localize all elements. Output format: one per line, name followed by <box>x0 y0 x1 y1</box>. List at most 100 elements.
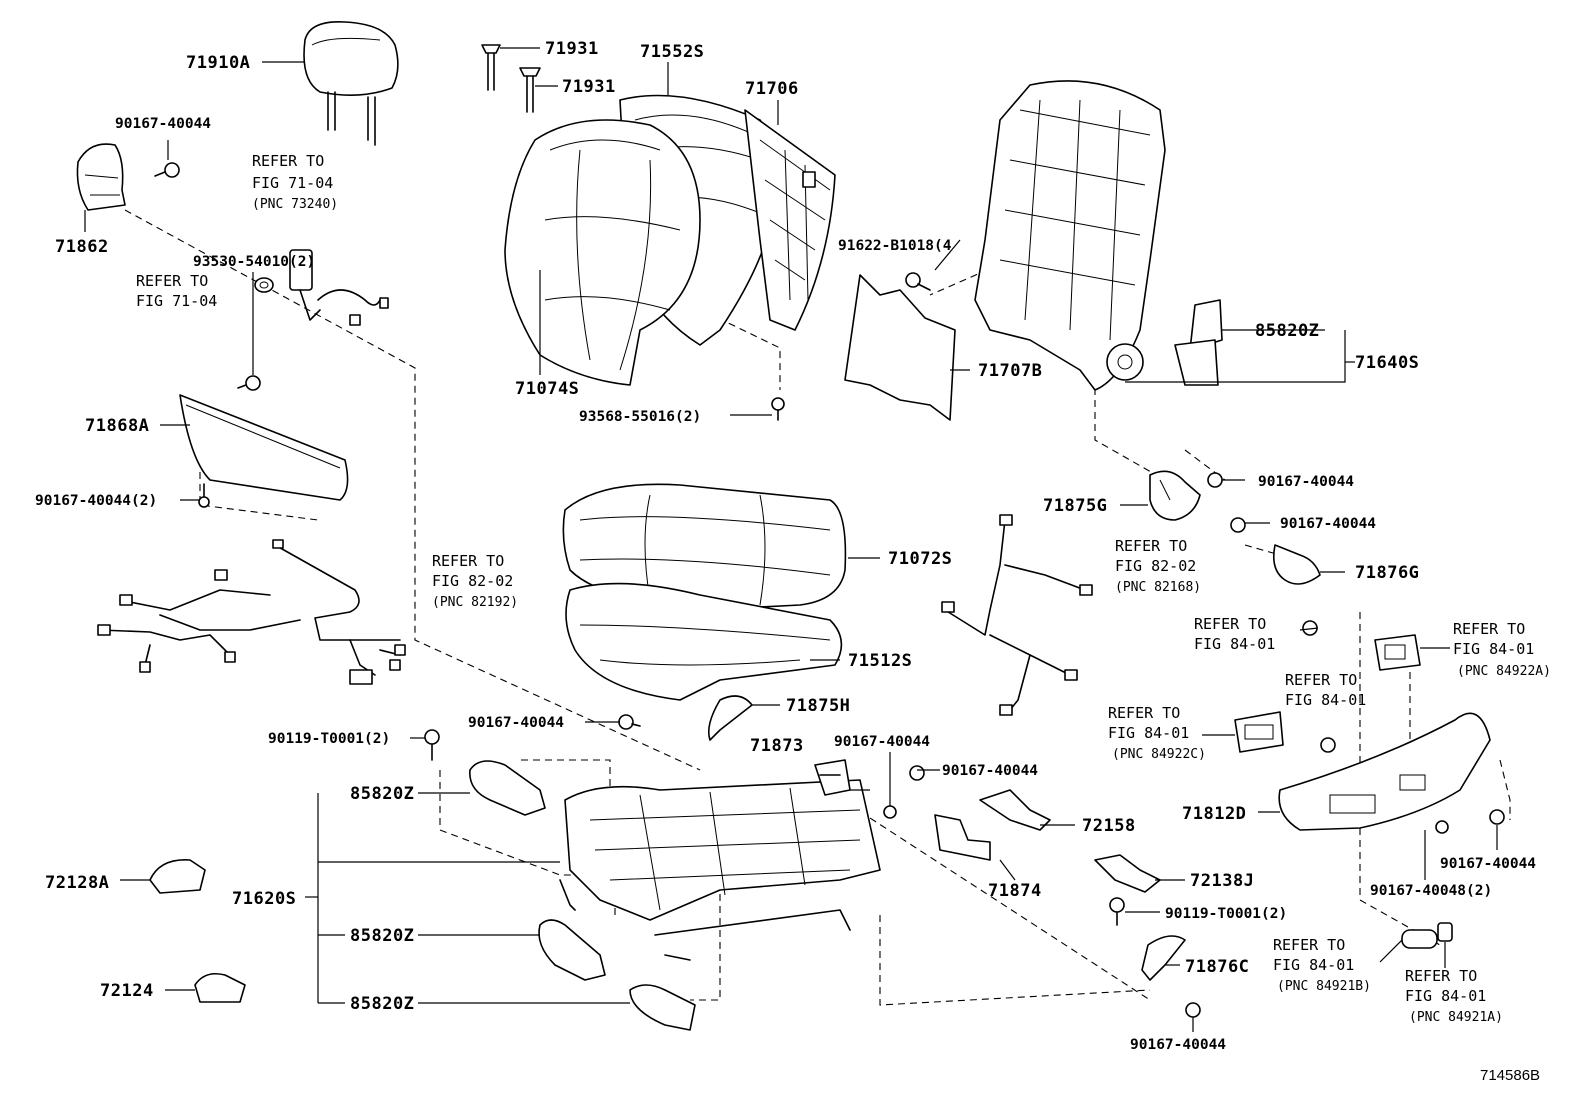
cover-71862-drawing <box>76 143 126 211</box>
ref-switch-a-line2: FIG 84-01 <box>1453 640 1534 658</box>
grommet-drawing <box>254 277 274 293</box>
label-93530: 93530-54010(2) <box>193 254 315 270</box>
bolts-71931-drawing <box>481 44 541 113</box>
screw-bottom-drawing <box>1185 1002 1201 1018</box>
screw-center-drawing <box>618 714 641 730</box>
screw-top-left-drawing <box>154 162 180 178</box>
backboard-71706-drawing <box>744 109 836 331</box>
label-71074s: 71074S <box>515 379 579 399</box>
label-85820z-2: 85820Z <box>350 926 414 946</box>
ref-knob-a-line3: (PNC 84921A) <box>1409 1010 1503 1025</box>
label-71707b: 71707B <box>978 361 1042 381</box>
ref-wire-right-line3: (PNC 82168) <box>1115 580 1201 595</box>
ref-wire-left-line1: REFER TO <box>432 552 504 570</box>
label-90119-right: 90119-T0001(2) <box>1165 906 1287 922</box>
ref-switch-screw2-line2: FIG 84-01 <box>1285 691 1366 709</box>
insert-71707b-drawing <box>844 274 956 421</box>
label-71552s: 71552S <box>640 42 704 62</box>
ref-switch-a-line1: REFER TO <box>1453 620 1525 638</box>
screw-90119-left-drawing <box>424 729 440 761</box>
screw-91622-drawing <box>905 272 931 291</box>
label-72124: 72124 <box>100 981 154 1001</box>
label-71876g: 71876G <box>1355 563 1419 583</box>
cushion-drawing <box>562 483 847 701</box>
ref-switch-screw2-line1: REFER TO <box>1285 671 1357 689</box>
ref-switch-screw-line2: FIG 84-01 <box>1194 635 1275 653</box>
screw-switch-drawing <box>1320 737 1336 753</box>
ref-switch-a: REFER TO FIG 84-01 (PNC 84922A) <box>1453 620 1551 679</box>
label-71512s: 71512S <box>848 651 912 671</box>
label-85820z-3: 85820Z <box>350 994 414 1014</box>
cover-71875h-drawing <box>707 695 753 741</box>
ref-switch-screw: REFER TO FIG 84-01 <box>1194 615 1275 653</box>
label-71931-a: 71931 <box>545 39 599 59</box>
label-screw-right-2: 90167-40044 <box>1280 516 1376 532</box>
label-71706: 71706 <box>745 79 799 99</box>
ref-switch-screw2: REFER TO FIG 84-01 <box>1285 671 1366 709</box>
label-90167-48: 90167-40048(2) <box>1370 883 1492 899</box>
label-85820z-back: 85820Z <box>1255 321 1319 341</box>
label-71875h: 71875H <box>786 696 850 716</box>
ref-wire-left: REFER TO FIG 82-02 (PNC 82192) <box>432 552 518 610</box>
switch-84922c-drawing <box>1234 711 1284 753</box>
wire-harness-right-drawing <box>941 514 1093 716</box>
cover-71876g-drawing <box>1272 544 1321 585</box>
label-93568: 93568-55016(2) <box>579 409 701 425</box>
label-71868a: 71868A <box>85 416 149 436</box>
screw-90167-2-drawing <box>198 483 210 508</box>
leader-lines <box>84 47 1498 1032</box>
label-71072s: 71072S <box>888 549 952 569</box>
ref-switch-c-line2: FIG 84-01 <box>1108 724 1189 742</box>
switch-84922a-drawing <box>1374 634 1421 671</box>
covers-left-drawing <box>149 859 246 1003</box>
ref-belt-line3: (PNC 73240) <box>252 197 338 212</box>
ref-switch-c: REFER TO FIG 84-01 (PNC 84922C) <box>1108 704 1206 762</box>
ref-grommet: REFER TO FIG 71-04 <box>136 272 217 310</box>
label-screw-right-1: 90167-40044 <box>1258 474 1354 490</box>
motors-left-drawing <box>469 760 696 1031</box>
ref-knob-b-line2: FIG 84-01 <box>1273 956 1354 974</box>
part-labels: 71910A 71931 71931 71552S 71706 90167-40… <box>35 39 1536 1053</box>
label-screw-bottom: 90167-40044 <box>1130 1037 1226 1053</box>
seatbelt-buckle-drawing <box>289 249 389 326</box>
ref-switch-c-line3: (PNC 84922C) <box>1112 747 1206 762</box>
screws-shield-drawing <box>1435 809 1505 834</box>
ref-wire-right-line1: REFER TO <box>1115 537 1187 555</box>
headrest-drawing <box>303 21 399 146</box>
label-71874: 71874 <box>988 881 1042 901</box>
label-72158: 72158 <box>1082 816 1136 836</box>
screw-71874-drawing <box>909 765 925 781</box>
ref-knob-b-line3: (PNC 84921B) <box>1277 979 1371 994</box>
shield-71812d-drawing <box>1278 712 1491 831</box>
cover-72158-drawing <box>979 789 1051 831</box>
label-85820z-1: 85820Z <box>350 784 414 804</box>
label-71873: 71873 <box>750 736 804 756</box>
knobs-drawing <box>1401 922 1453 949</box>
label-screw-top-left: 90167-40044 <box>115 116 211 132</box>
label-71875g: 71875G <box>1043 496 1107 516</box>
label-screw-71874: 90167-40044 <box>942 763 1038 779</box>
label-71910a: 71910A <box>186 53 250 73</box>
screw-93568-drawing <box>771 397 785 421</box>
ref-belt-line1: REFER TO <box>252 152 324 170</box>
label-90119-left: 90119-T0001(2) <box>268 731 390 747</box>
label-screw-shield-r: 90167-40044 <box>1440 856 1536 872</box>
ref-grommet-line2: FIG 71-04 <box>136 292 217 310</box>
ref-belt: REFER TO FIG 71-04 (PNC 73240) <box>252 152 338 212</box>
cover-71875g-drawing <box>1149 470 1201 521</box>
label-90167-2: 90167-40044(2) <box>35 493 157 509</box>
label-71812d: 71812D <box>1182 804 1246 824</box>
ref-knob-a-line2: FIG 84-01 <box>1405 987 1486 1005</box>
ref-knob-a-line1: REFER TO <box>1405 967 1477 985</box>
label-screw-center: 90167-40044 <box>468 715 564 731</box>
ref-wire-left-line3: (PNC 82192) <box>432 595 518 610</box>
label-71620s: 71620S <box>232 889 296 909</box>
label-72128a: 72128A <box>45 873 109 893</box>
backframe-71640s-drawing <box>974 80 1166 391</box>
bracket-71874-drawing <box>934 814 991 861</box>
label-screw-71873: 90167-40044 <box>834 734 930 750</box>
label-72138j: 72138J <box>1190 871 1254 891</box>
ref-knob-b: REFER TO FIG 84-01 (PNC 84921B) <box>1273 936 1371 994</box>
screw-93530-drawing <box>237 375 261 391</box>
